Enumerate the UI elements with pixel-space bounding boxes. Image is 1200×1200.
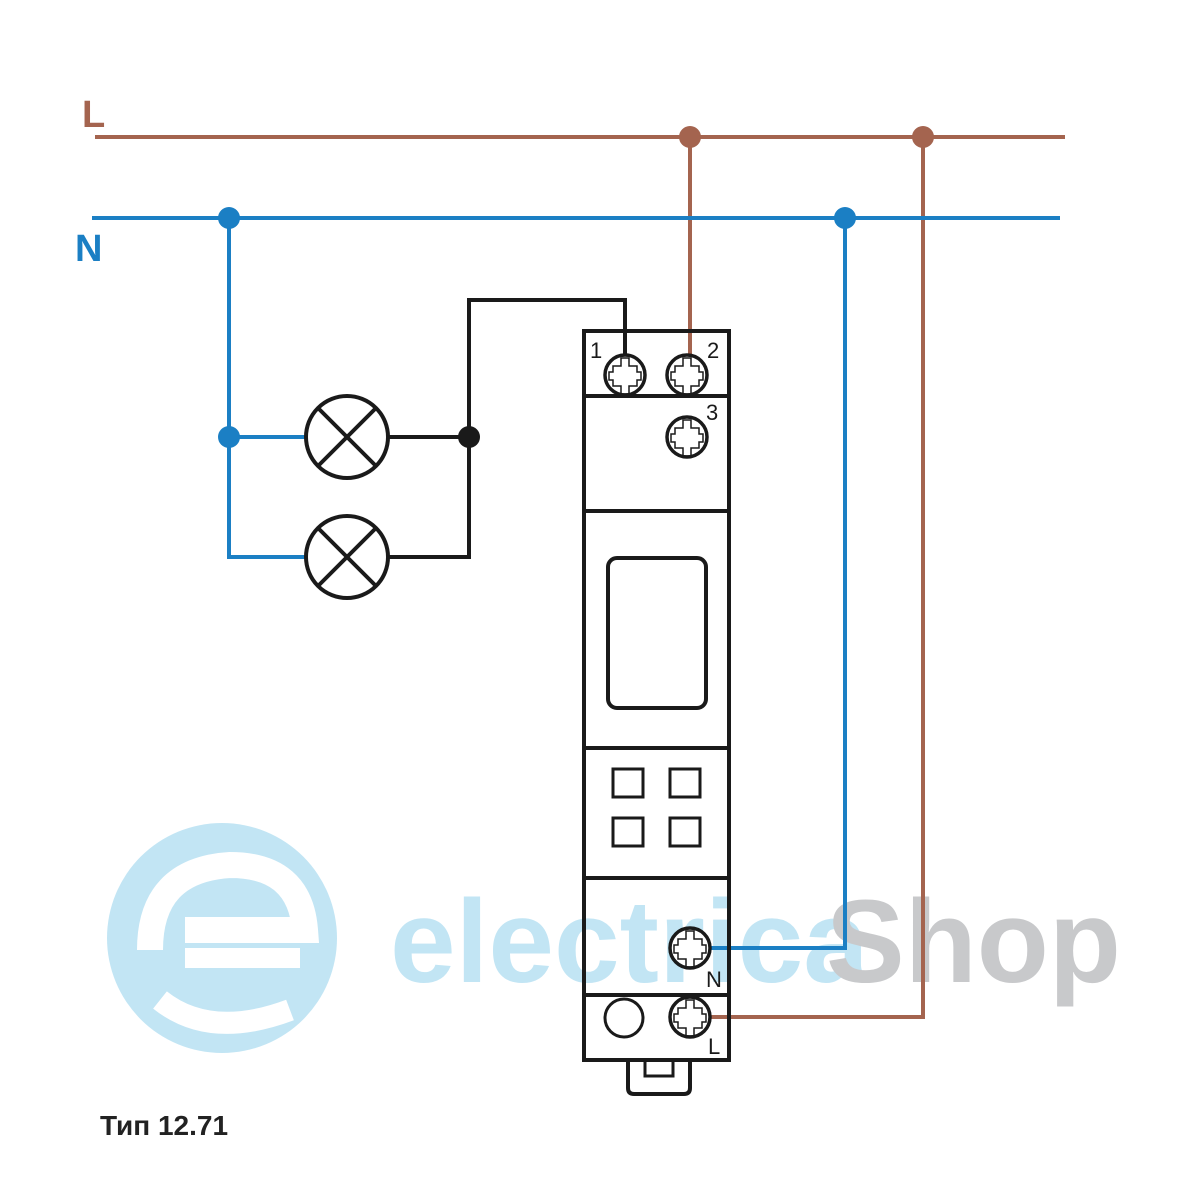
display-window [606,556,708,710]
screw-terminal-icon [668,995,712,1039]
screw-terminal-icon [665,353,709,397]
live-junction-dot [679,126,701,148]
terminal-L-label: L [708,1034,720,1059]
load-junction-dot [458,426,480,448]
terminal-2-label: 2 [707,338,719,363]
neutral-junction-dot [218,207,240,229]
watermark-text-electrica: electrica [390,876,870,1008]
screw-terminal-icon [665,415,709,459]
terminal-N-label: N [706,967,722,992]
device-button [668,816,702,848]
neutral-line-label: N [75,228,102,270]
terminals [603,353,712,1039]
live-junction-dot [912,126,934,148]
load-wires [388,298,627,559]
live-wire-terminal-L [708,137,925,1019]
device-button [611,767,645,799]
device-button [611,816,645,848]
neutral-junction-dot [218,426,240,448]
timer-relay-device [582,329,731,1096]
lamp-icon [304,394,390,480]
neutral-wires [92,216,1060,950]
type-caption: Тип 12.71 [100,1110,228,1141]
lamp-icon [304,514,390,600]
watermark-text-shop: Shop [826,876,1121,1008]
terminal-3-label: 3 [706,400,718,425]
indicator-led [603,997,645,1039]
watermark-logo: electrica Shop [107,823,1121,1053]
neutral-wire-terminal-N [708,218,847,950]
device-button [668,767,702,799]
terminal-1-label: 1 [590,338,602,363]
neutral-wire-lamps [227,218,306,559]
neutral-junction-dot [834,207,856,229]
screw-terminal-icon [603,353,647,397]
screw-terminal-icon [668,926,712,970]
din-clip [626,1060,692,1096]
live-line-label: L [82,94,105,136]
